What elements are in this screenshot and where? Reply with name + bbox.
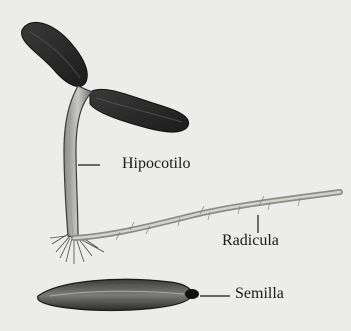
- hypocotyl-label: Hipocotilo: [122, 155, 190, 173]
- radicle-label: Radicula: [222, 232, 279, 250]
- seed-tip: [185, 289, 199, 299]
- seed-label: Semilla: [235, 285, 284, 303]
